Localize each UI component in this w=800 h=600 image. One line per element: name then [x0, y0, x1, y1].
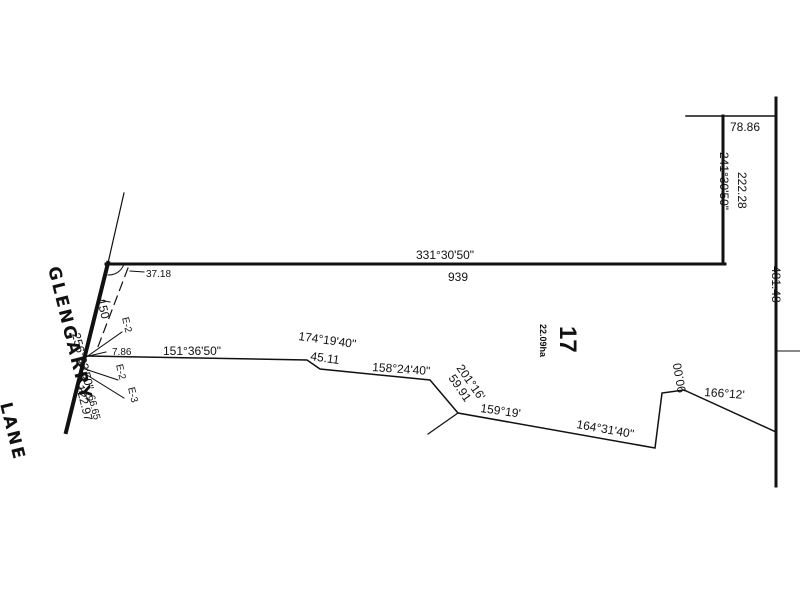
easement-e3: E-3	[125, 386, 140, 404]
corner-small: 37.18	[146, 269, 171, 280]
e2-mid-leader	[81, 367, 119, 381]
lot-boundaries	[63, 96, 800, 488]
south-length-2: 45.11	[310, 349, 341, 367]
corner-arc	[107, 263, 125, 276]
south-length-6: 90.00	[670, 362, 689, 394]
e2-top-leader	[81, 331, 123, 361]
top-right-width: 78.86	[730, 120, 760, 134]
frontage-150: 150	[94, 297, 113, 320]
easement-dashed-line	[95, 267, 129, 353]
south-bearing-1: 151°36'50"	[163, 344, 221, 358]
e3-leader	[81, 371, 125, 399]
frontage-extension	[107, 192, 125, 264]
road-frontage	[63, 260, 111, 435]
south-bearing-3: 158°24'40"	[372, 360, 431, 378]
south-spur	[427, 412, 459, 435]
lot-number: 17	[554, 326, 581, 353]
dimension-labels: 78.86 222.28 241°30'50" 331°30'50" 939 4…	[69, 120, 783, 441]
lot-area: 22.09ha	[538, 324, 548, 358]
south-bearing-6: 164°31'40"	[575, 417, 635, 441]
right-upper-bearing: 241°30'50"	[717, 152, 731, 210]
right-upper-length: 222.28	[735, 172, 749, 209]
offset-leader	[79, 351, 107, 359]
south-bearing-7: 166°12'	[704, 385, 745, 402]
offset-7-86: 7.86	[112, 347, 132, 358]
south-bearing-2: 174°19'40"	[298, 329, 357, 351]
150-leader	[99, 299, 111, 303]
easement-e2-top: E-2	[119, 316, 134, 334]
corner-leader	[129, 270, 145, 273]
south-bearing-5: 159°19'	[480, 401, 522, 420]
north-bearing: 331°30'50"	[416, 248, 474, 262]
north-length: 939	[448, 270, 468, 284]
66-65-leader	[77, 384, 91, 403]
east-length: 481.48	[769, 266, 783, 303]
road-name-line2: LANE	[0, 400, 29, 463]
easement-e2-mid: E-2	[113, 363, 128, 381]
